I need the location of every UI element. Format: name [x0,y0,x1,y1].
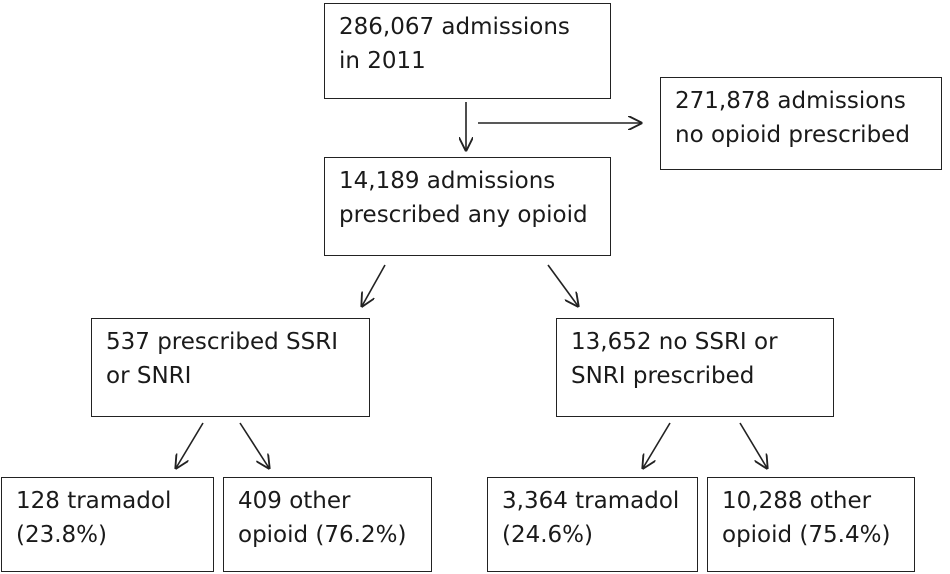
total-line1: 286,067 admissions [339,14,570,40]
total-line2: in 2011 [339,48,426,74]
nossri-other-line1: 10,288 other [722,488,872,514]
arrow-ssri-to-other [239,422,269,468]
nossri-other-box: 10,288 other opioid (75.4%) [707,477,915,572]
opioid-admissions-box: 14,189 admissions prescribed any opioid [324,157,611,256]
no-ssri-box: 13,652 no SSRI or SNRI prescribed [556,318,834,417]
arrow-ssri-to-tramadol [176,422,204,468]
excluded-line2: no opioid prescribed [675,122,910,148]
ssri-other-line2: opioid (76.2%) [238,522,407,548]
ssri-tramadol-line2: (23.8%) [16,522,108,548]
ssri-tramadol-box: 128 tramadol (23.8%) [1,477,214,572]
excluded-admissions-box: 271,878 admissions no opioid prescribed [660,77,942,170]
opioid-line1: 14,189 admissions [339,168,556,194]
arrow-nossri-to-tramadol [643,422,671,468]
opioid-line2: prescribed any opioid [339,202,588,228]
no-ssri-line2: SNRI prescribed [571,363,755,389]
ssri-box: 537 prescribed SSRI or SNRI [91,318,370,417]
arrow-opioid-to-ssri [362,264,386,306]
nossri-tramadol-line2: (24.6%) [502,522,594,548]
ssri-other-line1: 409 other [238,488,351,514]
nossri-tramadol-box: 3,364 tramadol (24.6%) [487,477,698,572]
nossri-other-line2: opioid (75.4%) [722,522,891,548]
ssri-line2: or SNRI [106,363,192,389]
excluded-line1: 271,878 admissions [675,88,906,114]
total-admissions-box: 286,067 admissions in 2011 [324,3,611,99]
nossri-tramadol-line1: 3,364 tramadol [502,488,680,514]
ssri-tramadol-line1: 128 tramadol [16,488,172,514]
arrow-opioid-to-no-ssri [547,264,578,306]
no-ssri-line1: 13,652 no SSRI or [571,329,778,355]
arrow-nossri-to-other [739,422,767,468]
ssri-other-box: 409 other opioid (76.2%) [223,477,432,572]
ssri-line1: 537 prescribed SSRI [106,329,339,355]
